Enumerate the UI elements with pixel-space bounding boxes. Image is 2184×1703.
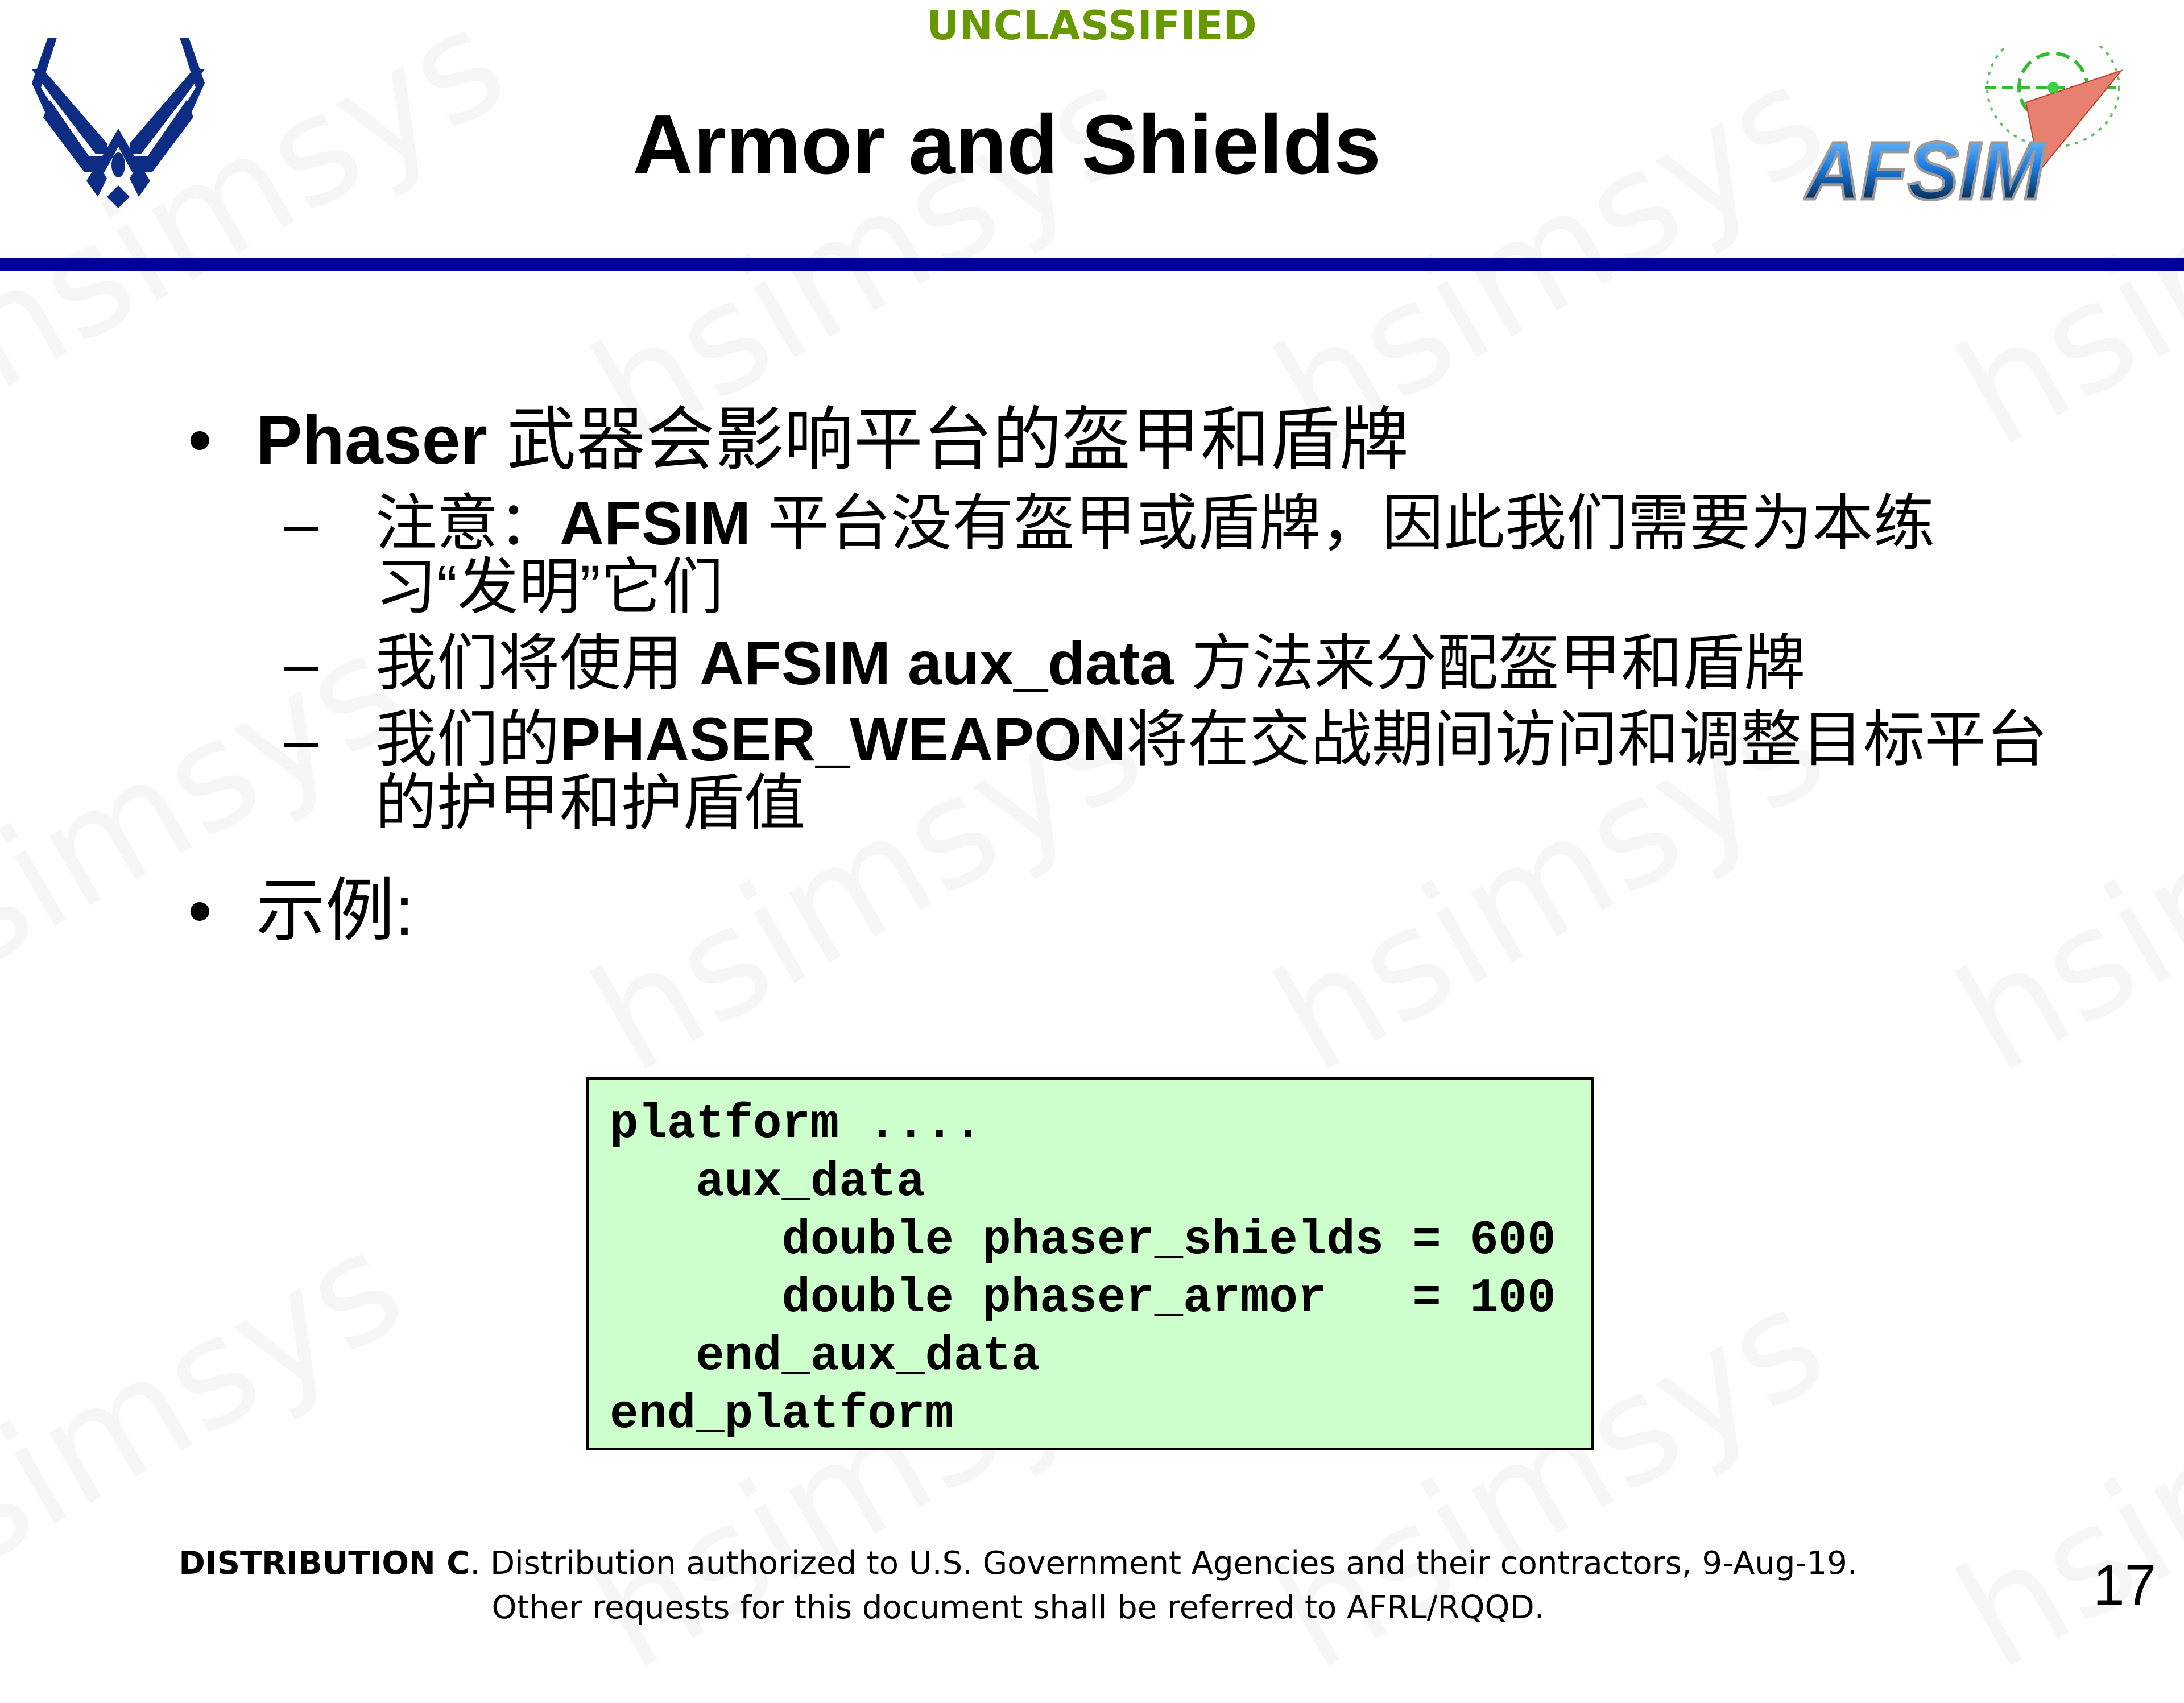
bullet-text: 将在交战期间访问和调整目标平台的护甲和护盾值: [375, 705, 2048, 837]
bullet-text: 示例:: [256, 872, 414, 949]
code-line: aux_data: [610, 1156, 925, 1210]
bullet-bold: Phaser: [256, 401, 487, 478]
code-line: platform ....: [610, 1098, 983, 1152]
dash-icon: –: [284, 629, 319, 697]
bullet-bold: AFSIM: [560, 489, 751, 557]
bullet-text: 我们将使用: [375, 629, 700, 697]
bullet-text: 武器会影响平台的盔甲和盾牌: [487, 401, 1409, 478]
bullet-text: 方法来分配盔甲和盾牌: [1174, 629, 1806, 697]
crosshair-icon: [1985, 46, 2123, 172]
watermark: hsimsys: [1931, 1256, 2184, 1703]
bullet-bold: AFSIM aux_data: [700, 629, 1174, 697]
code-example: platform .... aux_data double phaser_shi…: [586, 1077, 1594, 1450]
bullet-level1: • Phaser 武器会影响平台的盔甲和盾牌: [188, 398, 2065, 481]
afsim-logo: AFSIM: [1803, 46, 2123, 210]
bullet-bold: PHASER_WEAPON: [560, 705, 1127, 774]
slide-title: Armor and Shields: [632, 98, 1381, 192]
code-line: double phaser_shields = 600: [610, 1214, 1556, 1268]
svg-text:AFSIM: AFSIM: [1804, 125, 2046, 210]
bullet-text: 我们的: [375, 705, 560, 774]
page-number: 17: [2093, 1553, 2157, 1617]
bullet-level2: – 注意：AFSIM 平台没有盔甲或盾牌，因此我们需要为本练习“发明”它们: [188, 491, 2065, 619]
slide-body: • Phaser 武器会影响平台的盔甲和盾牌 – 注意：AFSIM 平台没有盔甲…: [188, 398, 2065, 952]
bullet-icon: •: [188, 401, 212, 478]
distribution-label: DISTRIBUTION C: [179, 1545, 470, 1582]
bullet-text: 注意：: [375, 489, 560, 557]
code-line: end_aux_data: [610, 1330, 1040, 1384]
distribution-text-2: Other requests for this document shall b…: [491, 1589, 1545, 1626]
distribution-text: . Distribution authorized to U.S. Govern…: [470, 1545, 1858, 1582]
distribution-footer: DISTRIBUTION C. Distribution authorized …: [0, 1541, 2184, 1630]
bullet-icon: •: [188, 872, 212, 949]
bullet-text: 平台没有盔甲或盾牌，因此我们需要为本练习“发明”它们: [375, 489, 1935, 621]
bullet-level1: • 示例:: [188, 869, 2065, 952]
classification-banner: UNCLASSIFIED: [926, 2, 1258, 49]
header-divider: [0, 258, 2184, 271]
code-line: double phaser_armor = 100: [610, 1272, 1556, 1326]
dash-icon: –: [284, 489, 319, 557]
code-line: end_platform: [610, 1388, 954, 1442]
bullet-level2: – 我们将使用 AFSIM aux_data 方法来分配盔甲和盾牌: [188, 631, 2065, 695]
bullet-level2: – 我们的PHASER_WEAPON将在交战期间访问和调整目标平台的护甲和护盾值: [188, 708, 2065, 835]
air-force-logo: [32, 38, 205, 208]
dash-icon: –: [284, 705, 319, 774]
